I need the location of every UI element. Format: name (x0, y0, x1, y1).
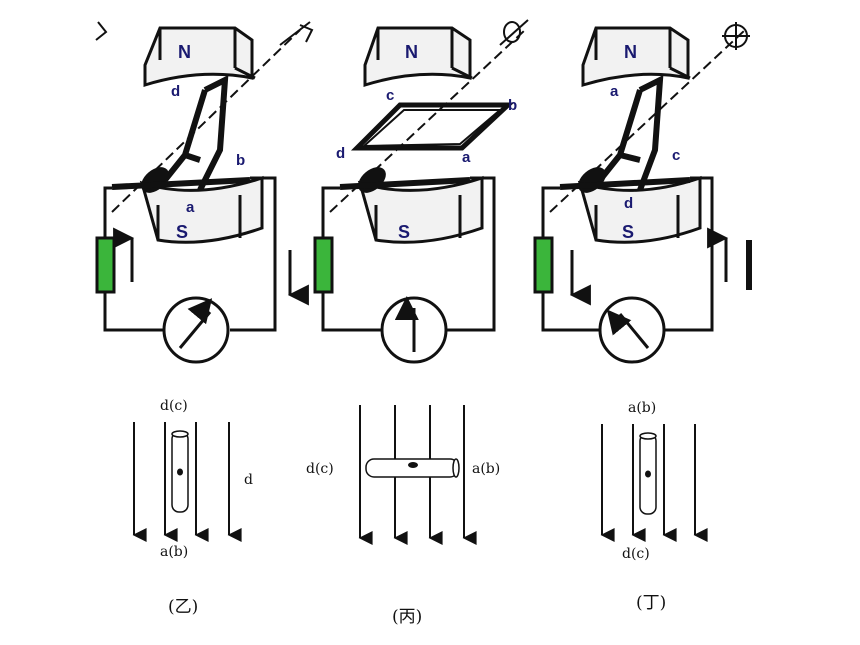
label-top: d(c) (160, 398, 188, 414)
magnet-n (363, 26, 473, 88)
pole-s-label: S (176, 222, 188, 242)
magnet-n (581, 26, 691, 88)
galvanometer-icon (598, 296, 666, 364)
coil (162, 74, 229, 192)
panel-bing-apparatus: N S c b d a (313, 19, 529, 364)
coil (350, 102, 515, 151)
coil-label-top: a (610, 83, 619, 100)
label-left: d(c) (306, 461, 334, 477)
coil-label-bottom: d (624, 195, 633, 212)
magnet-s (357, 175, 484, 244)
caption: (乙) (168, 597, 198, 617)
magnet-s (577, 175, 702, 244)
coil-label-b: b (508, 97, 517, 114)
pole-n-label: N (178, 42, 191, 62)
label-side: d (244, 472, 253, 488)
coil (597, 74, 664, 192)
label-bottom: a(b) (160, 544, 188, 560)
label-top: a(b) (628, 400, 656, 416)
magnet-n (143, 26, 256, 88)
panel-yi-field-diagram: d(c) a(b) d (乙) (132, 398, 253, 617)
galvanometer-icon (380, 296, 448, 364)
galvanometer-icon (162, 296, 230, 364)
coil-cross-section (639, 432, 657, 515)
pole-n-label: N (405, 42, 418, 62)
pole-s-label: S (622, 222, 634, 242)
coil-label-right: b (236, 152, 245, 169)
rotation-icon (279, 21, 314, 46)
coil-cross-section (171, 430, 189, 513)
panel-ding-field-diagram: a(b) d(c) (丁) (600, 400, 708, 613)
pole-s-label: S (398, 222, 410, 242)
coil-cross-section (365, 458, 460, 478)
label-bottom: d(c) (622, 546, 650, 562)
panel-ding-apparatus: N S a c d (533, 22, 752, 364)
coil-label-d: d (336, 145, 345, 162)
label-right: a(b) (472, 461, 500, 477)
resistor (533, 236, 554, 294)
rotation-icon (722, 22, 750, 50)
resistor (313, 236, 334, 294)
caption: (丙) (392, 607, 422, 627)
coil-label-right: c (672, 147, 680, 164)
resistor (95, 236, 116, 294)
magnet-s (139, 175, 264, 244)
caption: (丁) (636, 593, 666, 613)
coil-label-c: c (386, 87, 394, 104)
coil-label-top: d (171, 83, 180, 100)
panel-yi-apparatus: N S d b a (95, 21, 314, 364)
coil-label-bottom: a (186, 199, 195, 216)
rotation-icon (499, 19, 529, 46)
coil-label-a: a (462, 149, 471, 166)
panel-bing-field-diagram: d(c) a(b) (丙) (306, 405, 500, 627)
pole-n-label: N (624, 42, 637, 62)
